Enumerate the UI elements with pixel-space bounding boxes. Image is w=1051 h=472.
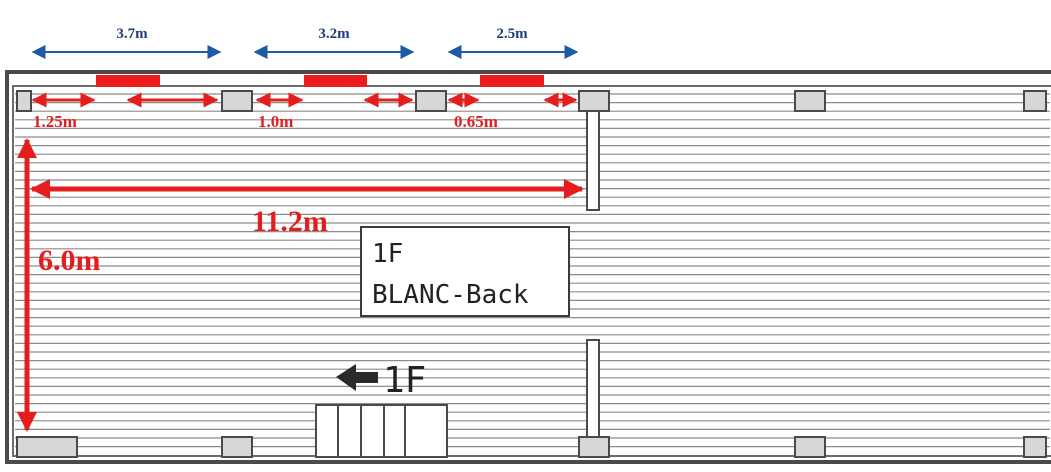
window-1 [96,75,160,87]
pillar [415,90,447,112]
room-label-box: 1F BLANC-Back [360,226,570,317]
pillars [16,90,1047,458]
overall-width-label: 11.2m [252,205,328,238]
pillar [16,436,78,458]
pillar [578,436,610,458]
window-3 [480,75,544,87]
bay-3-width-label: 2.5m [496,26,528,42]
stair-floor-label: 1F [383,360,426,401]
pillar [221,436,253,458]
pillar [1023,90,1047,112]
pillar [794,436,826,458]
bay-2-width-label: 3.2m [318,26,350,42]
window-offset-3-label: 0.65m [454,112,498,131]
stairs [315,404,448,458]
pillar [221,90,253,112]
window-offset-1-label: 1.25m [33,112,77,131]
pillar [794,90,826,112]
pillar [16,90,32,112]
windows [96,75,544,87]
overall-depth-label: 6.0m [38,244,101,277]
room-name-label: BLANC-Back [372,280,529,310]
pillar [1023,436,1047,458]
pillar [578,90,610,112]
room-floor-label: 1F [372,239,403,269]
partition-wall [586,105,600,445]
stair-direction-arrow-icon [336,364,378,391]
window-2 [304,75,367,87]
window-offset-2-label: 1.0m [258,112,293,131]
bay-1-width-label: 3.7m [116,26,148,42]
